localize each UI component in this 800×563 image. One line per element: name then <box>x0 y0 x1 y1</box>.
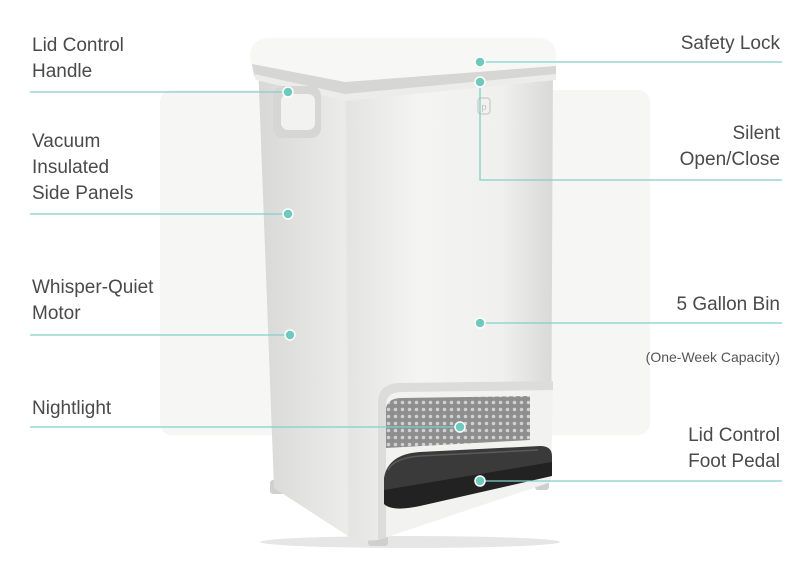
dot-lid-handle <box>282 86 294 98</box>
bin-capacity: (One-Week Capacity) <box>645 349 780 365</box>
dot-side-panels <box>282 208 294 220</box>
callout-lines <box>30 61 782 482</box>
dot-nightlight <box>454 421 466 433</box>
label-foot-pedal: Lid Control Foot Pedal <box>688 425 780 472</box>
label-nightlight: Nightlight <box>32 398 112 419</box>
label-side-panels: Vacuum Insulated Side Panels <box>32 131 134 204</box>
dot-foot-pedal <box>474 475 486 487</box>
dot-silent <box>474 76 486 88</box>
label-safety-lock: Safety Lock <box>680 33 780 54</box>
bin-title: 5 Gallon Bin <box>676 294 780 315</box>
label-bin: 5 Gallon Bin (One-Week Capacity) <box>646 266 780 396</box>
label-silent-open-close: Silent Open/Close <box>679 123 780 170</box>
p-logo-icon: p <box>477 97 491 115</box>
bin: p <box>250 38 560 548</box>
dot-motor <box>284 329 296 341</box>
dot-safety-lock <box>474 56 486 68</box>
label-motor: Whisper-Quiet Motor <box>32 277 154 324</box>
label-lid-control-handle: Lid Control Handle <box>32 35 124 82</box>
svg-text:p: p <box>481 102 486 112</box>
dot-bin <box>474 317 486 329</box>
